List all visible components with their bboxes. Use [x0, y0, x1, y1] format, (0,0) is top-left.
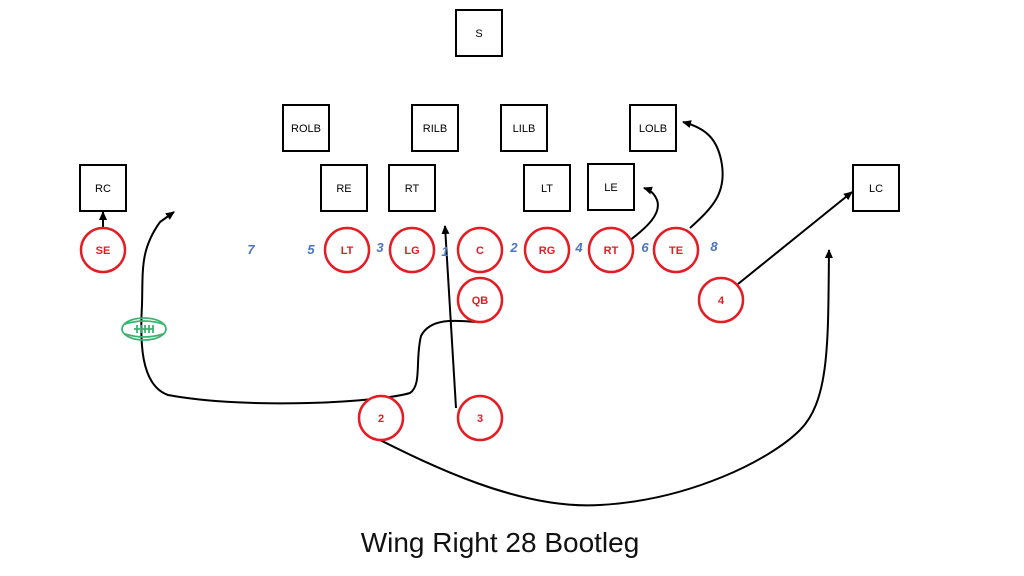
hole-8: 8 [710, 239, 718, 254]
defender-rt: RT [388, 164, 436, 212]
hole-5: 5 [307, 242, 315, 257]
player-se: SE [79, 226, 127, 274]
defender-lt: LT [523, 164, 571, 212]
player-lg: LG [388, 226, 436, 274]
play-title: Wing Right 28 Bootleg [360, 527, 640, 558]
hole-7: 7 [247, 242, 255, 257]
svg-text:LILB: LILB [513, 123, 536, 135]
svg-text:RT: RT [604, 245, 619, 257]
hole-6: 6 [641, 240, 649, 255]
hole-2: 2 [509, 240, 518, 255]
defender-lolb: LOLB [629, 104, 677, 152]
svg-text:LT: LT [341, 245, 354, 257]
player-rg: RG [523, 226, 571, 274]
svg-text:3: 3 [477, 413, 483, 425]
player-4: 4 [697, 276, 745, 324]
defender-rolb: ROLB [282, 104, 330, 152]
svg-text:TE: TE [669, 245, 683, 257]
player-te: TE [652, 226, 700, 274]
svg-text:ROLB: ROLB [291, 123, 321, 135]
defender-rilb: RILB [411, 104, 459, 152]
player-lt: LT [323, 226, 371, 274]
svg-text:RC: RC [95, 183, 111, 195]
player-3: 3 [456, 394, 504, 442]
svg-text:SE: SE [96, 245, 111, 257]
back2-route [375, 249, 833, 507]
svg-text:RE: RE [336, 183, 351, 195]
te-route [682, 120, 724, 229]
player-rt: RT [587, 226, 635, 274]
svg-text:LOLB: LOLB [639, 123, 667, 135]
back3-route [441, 225, 457, 409]
defender-lc: LC [852, 164, 900, 212]
wing4-route [737, 191, 853, 285]
hole-1: 1 [441, 244, 448, 259]
defender-lilb: LILB [500, 104, 548, 152]
hole-3: 3 [376, 240, 384, 255]
hole-4: 4 [574, 240, 583, 255]
football-icon [121, 317, 167, 341]
svg-text:RILB: RILB [423, 123, 447, 135]
svg-text:QB: QB [472, 295, 489, 307]
qb-route [140, 211, 476, 405]
svg-text:4: 4 [718, 295, 725, 307]
svg-text:RT: RT [405, 183, 420, 195]
svg-text:LT: LT [541, 183, 553, 195]
defender-s: S [455, 9, 503, 57]
player-2: 2 [357, 394, 405, 442]
defender-le: LE [587, 163, 635, 211]
svg-text:LE: LE [604, 182, 617, 194]
hole-numbers: 7 5 3 1 2 4 6 8 [247, 239, 718, 259]
routes [99, 120, 853, 507]
svg-text:LG: LG [404, 245, 419, 257]
defender-rc: RC [79, 164, 127, 212]
svg-text:2: 2 [378, 413, 384, 425]
svg-text:S: S [475, 28, 482, 40]
svg-text:LC: LC [869, 183, 883, 195]
player-qb: QB [456, 276, 504, 324]
rt-route [628, 186, 659, 242]
player-c: C [456, 226, 504, 274]
svg-text:C: C [476, 245, 484, 257]
defender-re: RE [320, 164, 368, 212]
svg-text:RG: RG [539, 245, 556, 257]
